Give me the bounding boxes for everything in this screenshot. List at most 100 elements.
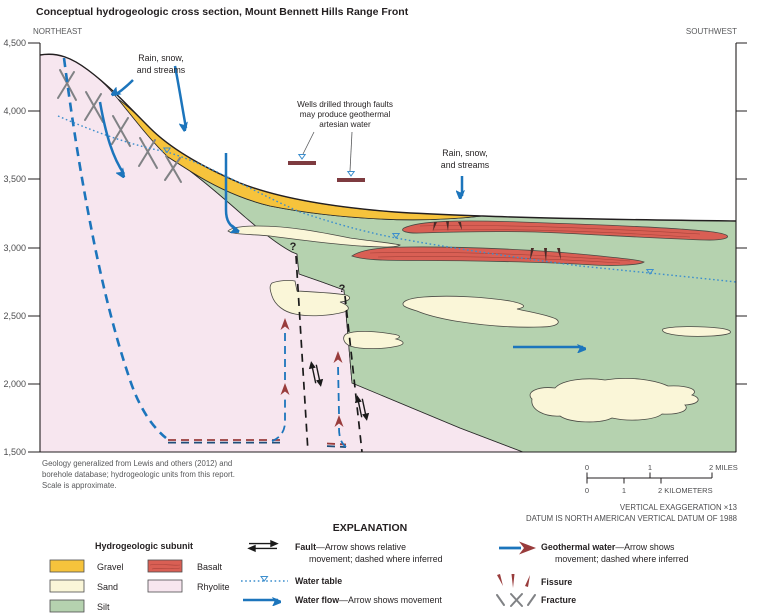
sand-lens-middle bbox=[402, 295, 559, 328]
subunit-heading: Hydrogeologic subunit bbox=[95, 541, 193, 551]
label-sand: Sand bbox=[97, 582, 118, 592]
water-table-legend-text: Water table bbox=[295, 576, 342, 586]
infiltration-arrow-2 bbox=[224, 153, 237, 229]
wells-label-line1: Wells drilled through faults bbox=[297, 100, 393, 109]
scale-miles-0: 0 bbox=[585, 463, 589, 472]
fracture-legend-icon bbox=[496, 593, 536, 607]
label-basalt: Basalt bbox=[197, 562, 223, 572]
vertical-exaggeration-note: VERTICAL EXAGGERATION ×13 bbox=[620, 503, 737, 512]
explanation-right-column: Geothermal water—Arrow shows movement; d… bbox=[496, 541, 689, 607]
faults: ? ? bbox=[290, 241, 370, 453]
swatch-sand bbox=[49, 579, 85, 593]
tick-4500: 4,500 bbox=[3, 38, 26, 48]
well-bar-2 bbox=[337, 178, 365, 182]
geothermal-legend-head bbox=[519, 541, 536, 555]
subunit-legend: Hydrogeologic subunit Gravel Sand Silt B… bbox=[49, 541, 230, 613]
scale-km-2: 2 KILOMETERS bbox=[658, 486, 713, 495]
source-note-line3: Scale is approximate. bbox=[42, 481, 117, 490]
sand-lens-fault1 bbox=[269, 280, 351, 317]
water-table-legend-triangle bbox=[260, 576, 269, 582]
well-pointer-2 bbox=[349, 131, 353, 172]
basalt-contour bbox=[431, 229, 691, 238]
basalt-contour bbox=[419, 225, 701, 235]
label-gravel: Gravel bbox=[97, 562, 124, 572]
water-flow-arrows bbox=[98, 65, 583, 347]
rain-label-2-line1: Rain, snow, bbox=[442, 148, 487, 158]
land-surface-line bbox=[39, 53, 737, 222]
water-table-line bbox=[57, 115, 737, 283]
scale-bar: 0 1 2 MILES 0 1 2 KILOMETERS bbox=[585, 463, 738, 495]
tick-4000: 4,000 bbox=[3, 106, 26, 116]
sand-lens-lower-large bbox=[529, 378, 699, 423]
infiltration-arrow-1 bbox=[98, 101, 124, 174]
tick-1500: 1,500 bbox=[3, 447, 26, 457]
scale-km-1: 1 bbox=[622, 486, 626, 495]
fault-line-2 bbox=[344, 295, 363, 453]
fault-movement-symbol-2 bbox=[354, 395, 370, 421]
direction-northeast: NORTHEAST bbox=[33, 27, 82, 36]
basalt-contour bbox=[369, 252, 631, 262]
rain-label-1-line2: and streams bbox=[137, 65, 186, 75]
figure-title: Conceptual hydrogeologic cross section, … bbox=[36, 6, 409, 18]
scale-miles-2: 2 MILES bbox=[709, 463, 738, 472]
sand-lens-fault2 bbox=[343, 330, 404, 350]
water-flow-legend-text: Water flow—Arrow shows movement bbox=[295, 595, 442, 605]
fissure-marks bbox=[433, 221, 561, 262]
swatch-basalt bbox=[147, 559, 183, 573]
fault-legend-icon bbox=[247, 539, 279, 553]
fault-legend-text: Fault—Arrow shows relative bbox=[295, 542, 406, 552]
fault-query-2: ? bbox=[339, 283, 346, 295]
basalt-contour bbox=[377, 256, 621, 264]
explanation-heading: EXPLANATION bbox=[333, 522, 407, 534]
source-note-line2: borehole database; hydrogeologic units f… bbox=[42, 470, 235, 479]
geothermal-rise-1 bbox=[271, 333, 286, 442]
tick-2500: 2,500 bbox=[3, 311, 26, 321]
label-silt: Silt bbox=[97, 602, 110, 612]
basalt-lenses bbox=[351, 220, 729, 266]
scale-km-0: 0 bbox=[585, 486, 589, 495]
fault-movement-symbol-1 bbox=[308, 361, 324, 387]
geothermal-bottom-dashed-blue bbox=[168, 441, 347, 448]
geothermal-water-path bbox=[62, 57, 347, 448]
fissure-legend-text: Fissure bbox=[541, 577, 572, 587]
label-rhyolite: Rhyolite bbox=[197, 582, 230, 592]
fault-line-1 bbox=[295, 255, 309, 453]
wells-label-line3: artesian water bbox=[319, 120, 371, 129]
swatch-basalt-lines bbox=[149, 563, 181, 570]
direction-southwest: SOUTHWEST bbox=[686, 27, 737, 36]
water-table bbox=[57, 115, 737, 283]
tick-2000: 2,000 bbox=[3, 379, 26, 389]
scale-miles-1: 1 bbox=[648, 463, 652, 472]
fracture-marks bbox=[57, 69, 182, 183]
fracture-legend-text: Fracture bbox=[541, 595, 576, 605]
well-pointer-1 bbox=[302, 131, 315, 155]
tick-3000: 3,000 bbox=[3, 243, 26, 253]
geothermal-legend-text2: movement; dashed where inferred bbox=[555, 554, 689, 564]
fault-query-1: ? bbox=[290, 241, 297, 253]
rain-label-2-line2: and streams bbox=[441, 160, 490, 170]
basalt-lens-lower bbox=[351, 246, 645, 266]
geothermal-arrowheads bbox=[280, 318, 344, 427]
geothermal-legend-text: Geothermal water—Arrow shows bbox=[541, 542, 675, 552]
tick-3500: 3,500 bbox=[3, 174, 26, 184]
sand-lens-upper bbox=[227, 225, 401, 248]
geothermal-wells bbox=[288, 131, 365, 182]
well-water-triangles bbox=[297, 154, 356, 177]
elevation-axes: 4,500 4,000 3,500 3,000 2,500 2,000 1,50… bbox=[3, 38, 747, 457]
explanation-left-column: Fault—Arrow shows relative movement; das… bbox=[241, 539, 443, 605]
water-table-triangles bbox=[162, 147, 655, 275]
sand-lens-right-small bbox=[662, 326, 731, 337]
rain-label-1-line1: Rain, snow, bbox=[138, 53, 183, 63]
geothermal-rise-2 bbox=[337, 364, 347, 448]
geologic-units bbox=[39, 53, 737, 453]
geothermal-descent-dashed bbox=[62, 57, 167, 440]
rain-arrow-1b bbox=[173, 65, 186, 128]
swatch-silt bbox=[49, 599, 85, 613]
fault-legend-text2: movement; dashed where inferred bbox=[309, 554, 443, 564]
sand-lenses bbox=[227, 225, 731, 423]
wells-label-line2: may produce geothermal bbox=[300, 110, 391, 119]
rain-arrow-1a bbox=[115, 79, 134, 95]
fissure-legend-icon bbox=[497, 574, 530, 588]
